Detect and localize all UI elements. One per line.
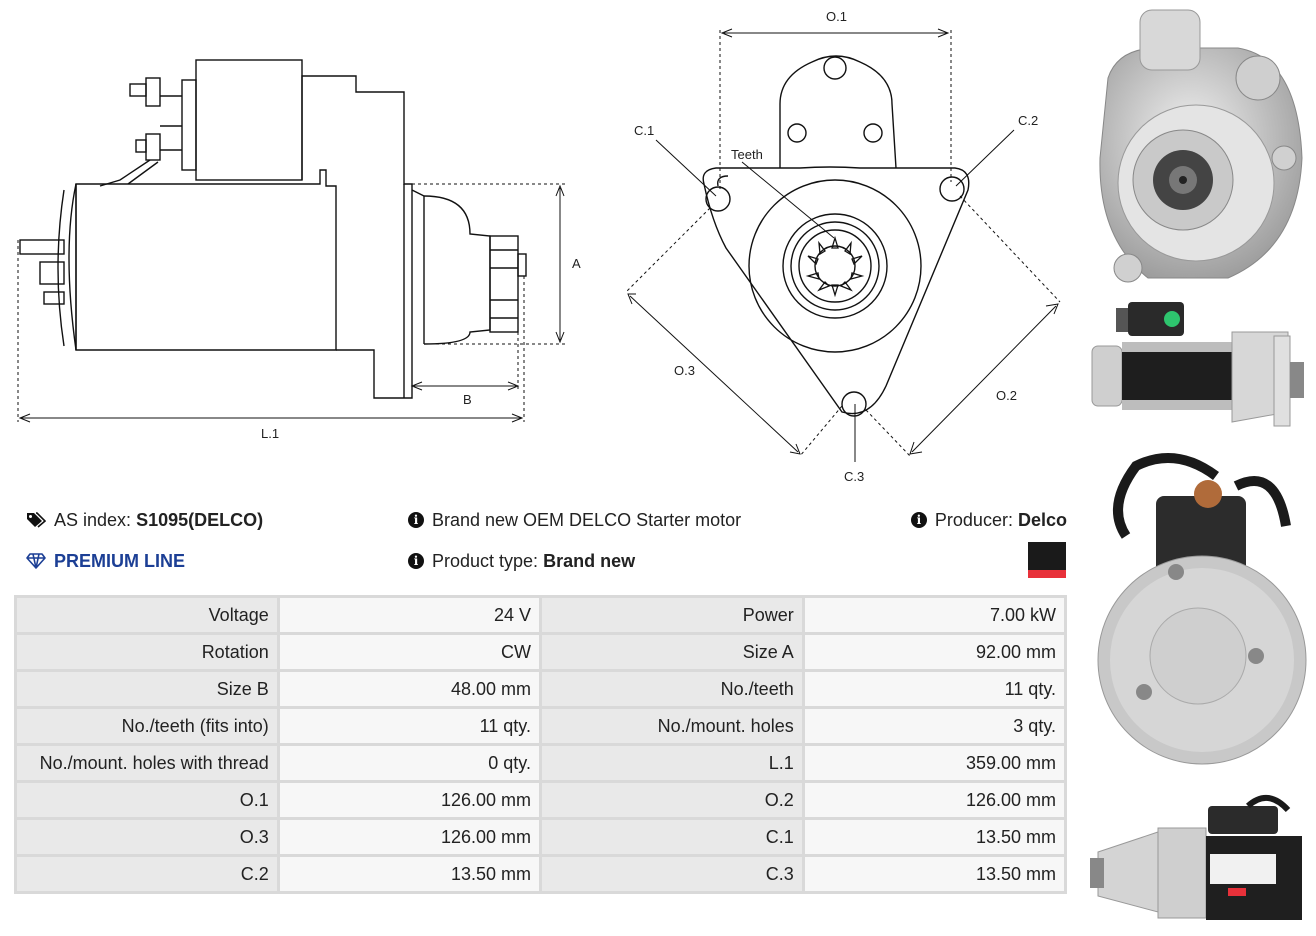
info-icon: i [408,512,424,528]
dim-b-label: B [463,392,472,407]
spec-label: No./teeth [541,672,802,706]
spec-value: 92.00 mm [804,635,1064,669]
side-view-drawing: A B L.1 [17,59,581,441]
as-index-value: S1095(DELCO) [136,510,264,530]
spec-label: C.2 [17,857,277,891]
spec-value: 7.00 kW [804,598,1064,632]
premium-line-badge[interactable]: PREMIUM LINE [26,550,185,572]
product-type: i Product type: Brand new [408,550,635,572]
teeth-label: Teeth [731,147,763,162]
spec-value: 24 V [279,598,539,632]
as-index-label: AS index: [54,510,132,530]
info-icon: i [408,553,424,569]
spec-label: No./teeth (fits into) [17,709,277,743]
spec-value: 0 qty. [279,746,539,780]
spec-value: 126.00 mm [279,783,539,817]
producer-value: Delco [1017,510,1067,530]
spec-label: O.3 [17,820,277,854]
table-row: No./teeth (fits into)11 qty.No./mount. h… [17,709,1064,743]
spec-label: O.2 [541,783,802,817]
dim-l1-label: L.1 [261,426,279,441]
dim-c3-label: C.3 [844,469,864,484]
spec-label: C.3 [541,857,802,891]
spec-label: Rotation [17,635,277,669]
spec-label: O.1 [17,783,277,817]
info-icon: i [910,512,927,528]
spec-label: Power [541,598,802,632]
spec-label: C.1 [541,820,802,854]
spec-value: 3 qty. [804,709,1064,743]
spec-label: Size A [541,635,802,669]
spec-value: 11 qty. [279,709,539,743]
spec-value: 126.00 mm [279,820,539,854]
dim-o1-label: O.1 [826,9,847,24]
spec-value: 13.50 mm [804,857,1064,891]
dim-o3-label: O.3 [674,363,695,378]
diamond-icon [26,553,46,569]
spec-label: L.1 [541,746,802,780]
side-view-photo[interactable] [1088,292,1310,434]
dim-c1-label: C.1 [634,123,654,138]
product-type-value: Brand new [543,551,636,571]
product-type-label: Product type: [432,551,539,571]
tags-icon [27,512,46,528]
spec-label: Size B [17,672,277,706]
spec-value: 13.50 mm [279,857,539,891]
side-label-photo[interactable] [1088,792,1310,932]
spec-label: No./mount. holes [541,709,802,743]
dim-o2-label: O.2 [996,388,1017,403]
description-text: Brand new OEM DELCO Starter motor [432,510,742,530]
spec-value: 13.50 mm [804,820,1064,854]
spec-label: No./mount. holes with thread [17,746,277,780]
starter-rear-illustration [1097,453,1307,765]
premium-line-label: PREMIUM LINE [54,551,186,571]
description: i Brand new OEM DELCO Starter motor [408,509,741,531]
spec-label: Voltage [17,598,277,632]
spec-value: CW [279,635,539,669]
producer: i Producer: Delco [910,509,1067,531]
front-view-photo[interactable] [1088,8,1308,288]
spec-value: 359.00 mm [804,746,1064,780]
producer-logo [1028,542,1066,578]
starter-front-illustration [1099,9,1303,283]
spec-value: 11 qty. [804,672,1064,706]
spec-value: 48.00 mm [279,672,539,706]
starter-side-illustration [1091,302,1304,427]
as-index: AS index: S1095(DELCO) [26,509,263,531]
dim-a-label: A [572,256,581,271]
rear-view-photo[interactable] [1096,446,1310,780]
spec-value: 126.00 mm [804,783,1064,817]
front-view-drawing: O.1 C.1 C.2 Teeth O.3 O.2 C.3 [625,9,1061,484]
producer-label: Producer: [934,510,1013,530]
starter-label-illustration [1090,795,1302,920]
dim-c2-label: C.2 [1018,113,1038,128]
